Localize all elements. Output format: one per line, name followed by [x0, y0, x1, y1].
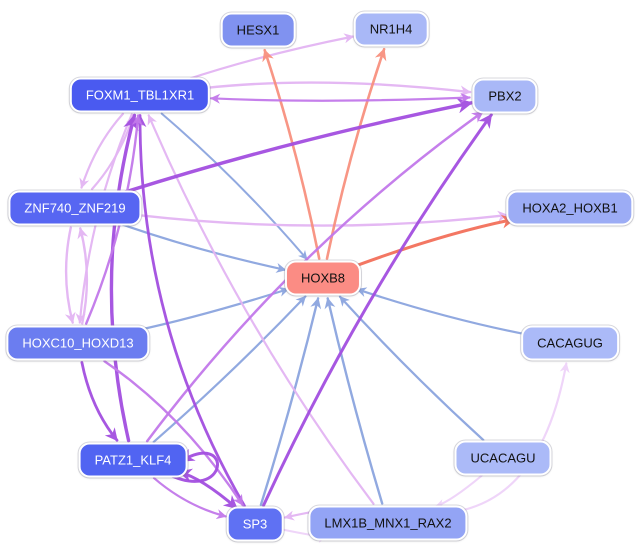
edge-LMX1B_MNX1_RAX2-CACAGUG	[453, 362, 570, 513]
edge-FOXM1_TBL1XR1-ZNF740_ZNF219	[79, 112, 124, 189]
edge-HOXB8-HOXA2_HOXB1	[353, 214, 516, 268]
node-LMX1B_MNX1_RAX2[interactable]: LMX1B_MNX1_RAX2	[308, 505, 468, 541]
edge-ZNF740_ZNF219-HOXA2_HOXB1	[137, 210, 509, 227]
edge-PATZ1_KLF4-PATZ1_KLF4	[166, 448, 219, 483]
node-UCACAGU[interactable]: UCACAGU	[454, 440, 552, 476]
edge-LMX1B_MNX1_RAX2-HOXB8	[324, 297, 384, 505]
edge-CACAGUG-HOXB8	[356, 287, 526, 336]
edge-HOXC10_HOXD13-PATZ1_KLF4	[80, 361, 119, 442]
node-FOXM1_TBL1XR1[interactable]: FOXM1_TBL1XR1	[69, 77, 211, 113]
edge-UCACAGU-LMX1B_MNX1_RAX2	[435, 474, 483, 508]
node-NR1H4[interactable]: NR1H4	[353, 11, 429, 47]
edge-UCACAGU-HOXB8	[338, 295, 485, 442]
edge-ZNF740_ZNF219-PBX2	[118, 97, 474, 196]
edge-FOXM1_TBL1XR1-HOXB8	[160, 112, 308, 261]
edge-FOXM1_TBL1XR1-PBX2	[209, 92, 471, 104]
edge-SP3-PBX2	[262, 113, 493, 507]
edge-PATZ1_KLF4-FOXM1_TBL1XR1	[109, 113, 139, 443]
node-HOXB8[interactable]: HOXB8	[284, 260, 362, 296]
node-PBX2[interactable]: PBX2	[472, 78, 538, 114]
edge-HOXB8-HESX1	[262, 48, 321, 260]
node-CACAGUG[interactable]: CACAGUG	[521, 325, 619, 361]
node-PATZ1_KLF4[interactable]: PATZ1_KLF4	[78, 442, 188, 478]
edge-PATZ1_KLF4-SP3	[152, 477, 227, 520]
edge-HOXB8-NR1H4	[325, 47, 387, 260]
node-SP3[interactable]: SP3	[226, 506, 284, 542]
edge-HOXC10_HOXD13-HOXB8	[134, 286, 290, 332]
edge-SP3-HOXB8	[259, 297, 322, 507]
edge-PATZ1_KLF4-HOXB8	[152, 295, 307, 443]
edge-ZNF740_ZNF219-HOXC10_HOXD13	[64, 226, 76, 324]
node-HOXC10_HOXD13[interactable]: HOXC10_HOXD13	[6, 325, 150, 361]
edge-FOXM1_TBL1XR1-PBX2	[205, 81, 472, 97]
node-HESX1[interactable]: HESX1	[220, 12, 296, 48]
edge-ZNF740_ZNF219-HOXB8	[117, 222, 287, 273]
edge-SP3-FOXM1_TBL1XR1	[133, 114, 246, 508]
node-ZNF740_ZNF219[interactable]: ZNF740_ZNF219	[8, 190, 142, 226]
node-HOXA2_HOXB1[interactable]: HOXA2_HOXB1	[506, 190, 634, 226]
